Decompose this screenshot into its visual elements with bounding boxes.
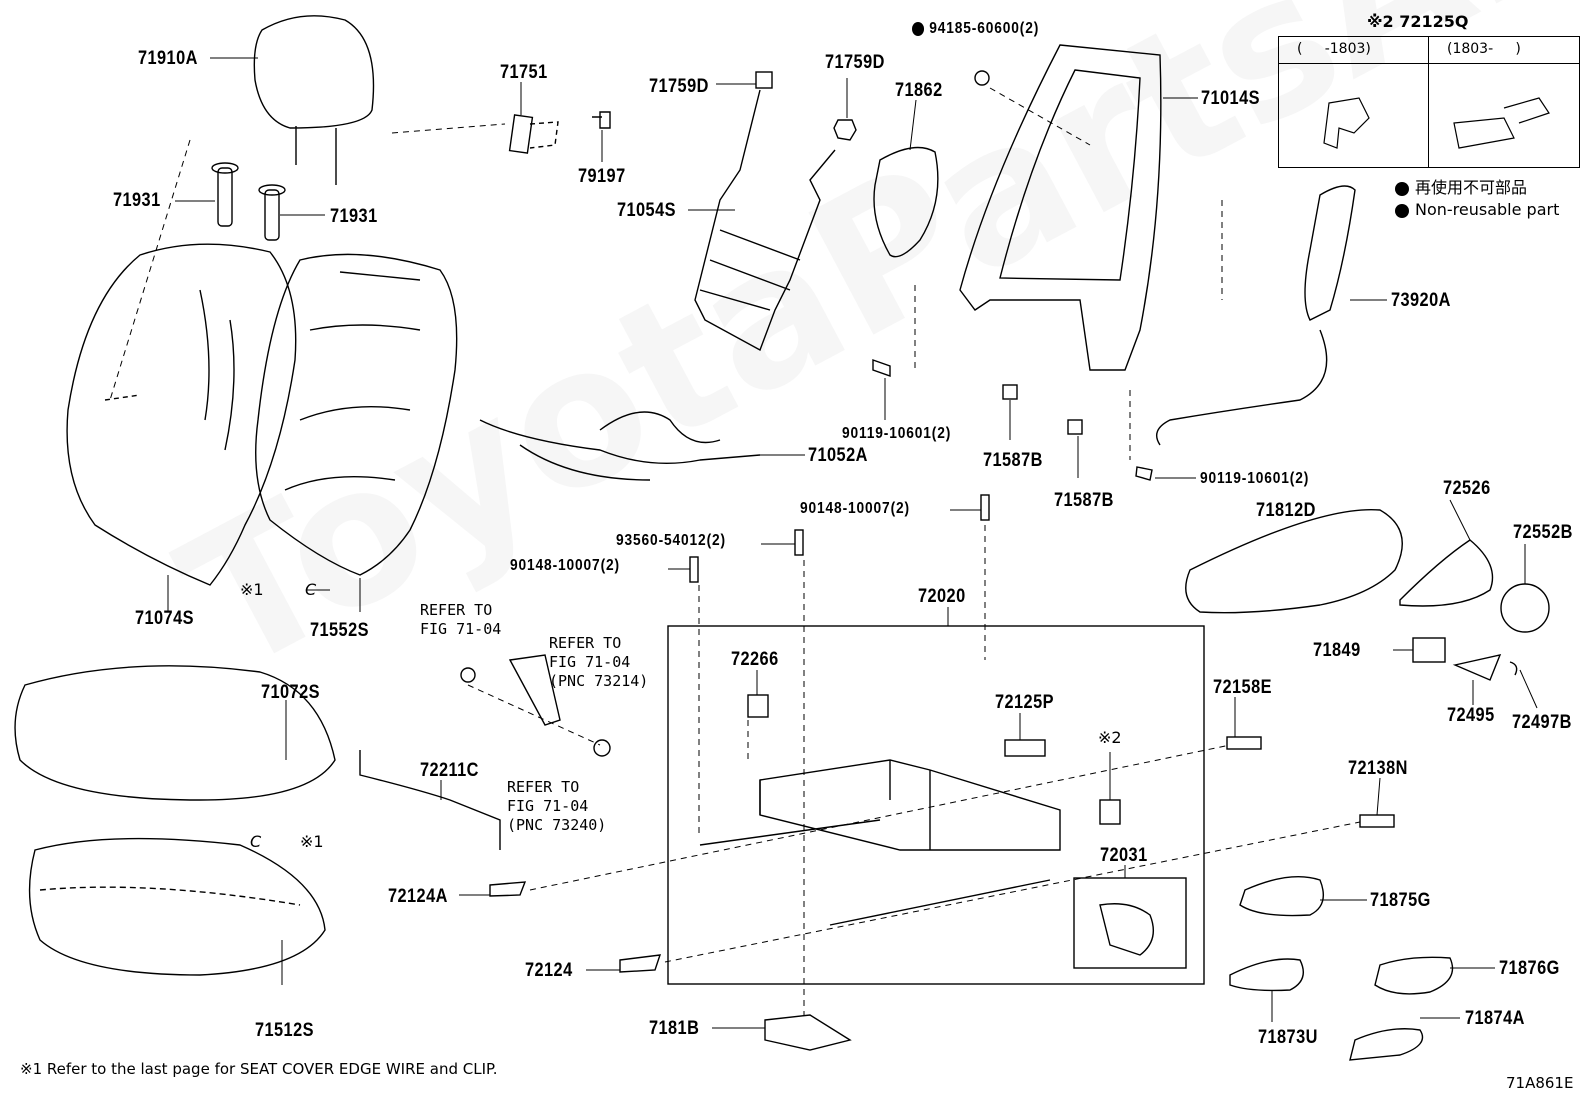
callout-79197: 79197 [578, 166, 626, 187]
callout-93560: 93560-54012(2) [616, 532, 726, 549]
seatback-frame-drawing [959, 44, 1162, 371]
callout-71862: 71862 [895, 80, 943, 101]
callout-71874A: 71874A [1465, 1008, 1525, 1029]
note-mark-2: ※2 [1098, 728, 1122, 747]
seatback-pad-drawing [255, 253, 458, 576]
callout-71876G: 71876G [1499, 958, 1560, 979]
callout-90148-a: 90148-10007(2) [800, 500, 910, 517]
callout-71054S: 71054S [617, 200, 676, 221]
callout-71072S: 71072S [261, 682, 320, 703]
legend-title: ※2 72125Q [1367, 12, 1469, 31]
callout-71812D: 71812D [1256, 500, 1316, 521]
callout-71014S: 71014S [1201, 88, 1260, 109]
callout-90119-a: 90119-10601(2) [842, 425, 952, 442]
non-reusable-dot-icon [1395, 181, 1409, 196]
callout-72125P: 72125P [995, 692, 1054, 713]
callout-72266: 72266 [731, 649, 779, 670]
legend-en-text: Non-reusable part [1415, 200, 1560, 219]
seat-track-drawing [699, 694, 1154, 956]
callout-72526: 72526 [1443, 478, 1491, 499]
non-reusable-dot-icon [1395, 203, 1409, 218]
headrest-drawing [253, 15, 375, 185]
callout-94185-text: 94185-60600(2) [929, 20, 1040, 37]
clip-c-mark-a: C [305, 580, 317, 599]
seatback-cover-drawing [66, 243, 297, 586]
callout-72552B: 72552B [1513, 522, 1573, 543]
variant-table-header [1279, 37, 1579, 64]
variant-table: ( -1803) (1803- ) [1278, 36, 1580, 168]
variant-col-1: ( -1803) [1297, 41, 1371, 57]
figure-id: 71A861E [1506, 1074, 1574, 1092]
callout-71587B-b: 71587B [1054, 490, 1114, 511]
callout-71849: 71849 [1313, 640, 1361, 661]
headrest-guides [211, 162, 286, 241]
non-reusable-dot-icon [912, 21, 925, 36]
callout-71931-b: 71931 [330, 206, 378, 227]
callout-71512S: 71512S [255, 1020, 314, 1041]
callout-72020: 72020 [918, 586, 966, 607]
note-mark-1b: ※1 [300, 832, 324, 851]
callout-72031: 72031 [1100, 845, 1148, 866]
legend-en-note: Non-reusable part [1395, 200, 1559, 219]
variant-part-drawings [1323, 97, 1550, 149]
sensor-bracket-drawing [694, 89, 836, 352]
seat-track-box [667, 625, 1205, 985]
legend-jp-note: 再使用不可部品 [1395, 174, 1527, 198]
callout-71759D-a: 71759D [649, 76, 709, 97]
callout-71074S: 71074S [135, 608, 194, 629]
callout-72495: 72495 [1447, 705, 1495, 726]
footnote: ※1 Refer to the last page for SEAT COVER… [20, 1060, 498, 1078]
callout-71875G: 71875G [1370, 890, 1431, 911]
callout-71931-a: 71931 [113, 190, 161, 211]
recliner-box [1073, 877, 1187, 969]
callout-7181B: 7181B [649, 1018, 700, 1039]
callout-72138N: 72138N [1348, 758, 1408, 779]
legend-jp-text: 再使用不可部品 [1415, 178, 1528, 197]
note-mark-1a: ※1 [240, 580, 264, 599]
variant-col-2: (1803- ) [1447, 41, 1521, 57]
reference-note-pnc-73240: REFER TO FIG 71-04 (PNC 73240) [507, 778, 607, 834]
reference-note-fig-71-04: REFER TO FIG 71-04 [420, 601, 502, 638]
callout-71587B-a: 71587B [983, 450, 1043, 471]
variant-table-divider [1428, 37, 1429, 167]
callout-90119-b: 90119-10601(2) [1200, 470, 1310, 487]
callout-71751: 71751 [500, 62, 548, 83]
callout-71910A: 71910A [138, 48, 198, 69]
callout-73920A: 73920A [1391, 290, 1451, 311]
callout-72497B: 72497B [1512, 712, 1572, 733]
callout-72124: 72124 [525, 960, 573, 981]
callout-90148-b: 90148-10007(2) [510, 557, 620, 574]
callout-71552S: 71552S [310, 620, 369, 641]
reference-note-pnc-73214: REFER TO FIG 71-04 (PNC 73214) [549, 634, 649, 690]
callout-72211C: 72211C [420, 760, 479, 781]
clip-c-mark-b: C [250, 832, 262, 851]
callout-94185: 94185-60600(2) [912, 20, 1039, 38]
callout-72158E: 72158E [1213, 677, 1272, 698]
callout-71873U: 71873U [1258, 1027, 1318, 1048]
callout-71052A: 71052A [808, 445, 868, 466]
callout-71759D-b: 71759D [825, 52, 885, 73]
callout-72124A: 72124A [388, 886, 448, 907]
